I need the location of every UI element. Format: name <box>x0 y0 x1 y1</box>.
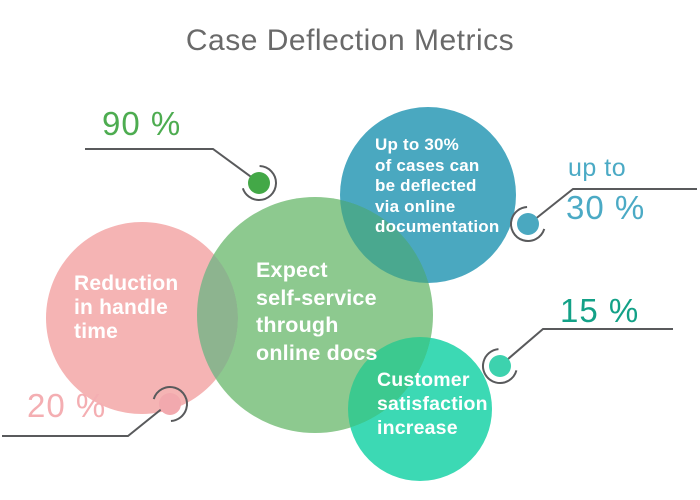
leader-dot-90 <box>248 172 270 194</box>
bubble-text-self-service: Expect self-service through online docs <box>256 257 378 367</box>
bubble-text-line: through <box>256 313 339 337</box>
bubble-text-customer-satisfaction: Customer satisfaction increase <box>377 368 488 440</box>
leader-line-15 <box>500 328 673 366</box>
bubble-text-line: be deflected <box>375 176 477 196</box>
leader-dot-30 <box>517 213 539 235</box>
bubble-text-line: of cases can <box>375 155 480 175</box>
callout-value-90: 90 % <box>102 105 182 142</box>
bubble-text-line: documentation <box>375 217 500 237</box>
bubble-text-line: increase <box>377 417 458 439</box>
leader-dot-15 <box>489 355 511 377</box>
bubble-text-line: Up to 30% <box>375 135 459 154</box>
bubble-text-line: in handle <box>74 296 168 319</box>
page-title: Case Deflection Metrics <box>185 24 515 57</box>
bubble-text-reduction-handle-time: Reduction in handle time <box>74 272 178 344</box>
callout-value-30: 30 % <box>566 189 646 226</box>
dot-arc-90 <box>241 165 277 201</box>
bubble-customer-satisfaction <box>348 337 492 481</box>
bubble-text-line: self-service <box>256 285 377 310</box>
callout-prefix-up-to: up to <box>568 154 627 182</box>
bubble-text-line: Expect <box>256 258 328 282</box>
bubble-text-line: via online <box>375 196 456 216</box>
callout-value-15: 15 % <box>560 292 640 329</box>
bubble-text-line: time <box>74 320 118 343</box>
bubble-text-line: Reduction <box>74 272 179 295</box>
bubble-deflected-cases <box>340 107 516 283</box>
callout-value-20: 20 % <box>27 387 107 424</box>
bubble-text-line: satisfaction <box>377 393 488 415</box>
bubble-text-line: Customer <box>377 369 470 391</box>
leader-line-90 <box>85 148 259 183</box>
bubble-text-deflected-cases: Up to 30% of cases can be deflected via … <box>375 135 499 238</box>
bubble-text-line: online docs <box>256 340 378 365</box>
